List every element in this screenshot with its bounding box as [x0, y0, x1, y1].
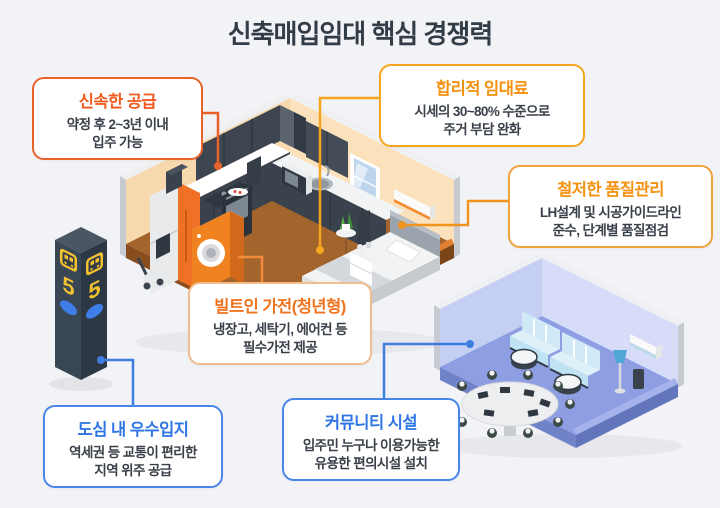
- conference-table-illustration: [445, 370, 575, 438]
- coffee-maker-icon: [247, 156, 261, 189]
- connector-rent: [318, 96, 379, 246]
- callout-appliance-line1: 냉장고, 세탁기, 에어컨 등: [213, 322, 348, 337]
- bus-stop-sign: 5 5: [55, 227, 107, 380]
- callout-quality-title: 철저한 품질관리: [557, 181, 664, 199]
- sofa-icon: [549, 332, 600, 389]
- community-room-illustration: [434, 254, 684, 448]
- callout-appliance-line2: 필수가전 제공: [242, 339, 318, 355]
- callout-location: 도심 내 우수입지 역세권 등 교통이 편리한 지역 위주 공급: [43, 405, 223, 489]
- callout-appliance: 빌트인 가전(청년형) 냉장고, 세탁기, 에어컨 등 필수가전 제공: [188, 282, 372, 366]
- vacuum-icon: [136, 257, 164, 290]
- shadow: [442, 434, 682, 458]
- floor-lamp-icon: [613, 350, 627, 394]
- bus-route-number: 5: [88, 274, 100, 305]
- bus-route-number: 5: [62, 271, 74, 302]
- callout-appliance-title: 빌트인 가전(청년형): [214, 298, 346, 316]
- callout-location-line1: 역세권 등 교통이 편리한: [69, 445, 197, 460]
- callout-rent-line1: 시세의 30~80% 수준으로: [414, 104, 550, 119]
- microwave-icon: [282, 163, 312, 195]
- callout-supply-line2: 입주 가능: [92, 134, 143, 150]
- callout-quality-line2: 준수, 단계별 품질점검: [552, 222, 669, 238]
- callout-supply: 신속한 공급 약정 후 2~3년 이내 입주 가능: [32, 77, 203, 161]
- connector-dot: [97, 356, 105, 364]
- floor: [440, 316, 678, 435]
- page-title: 신축매입임대 핵심 경쟁력: [227, 19, 494, 49]
- connector-dot: [316, 246, 324, 254]
- callout-community-line1: 입주민 누구나 이용가능한: [302, 438, 440, 453]
- callout-supply-title: 신속한 공급: [78, 93, 157, 111]
- shadow: [49, 377, 113, 391]
- callout-location-title: 도심 내 우수입지: [77, 421, 189, 439]
- trash-bin-icon: [633, 369, 644, 389]
- round-table-icon: [510, 348, 538, 370]
- connector-appliance: [238, 255, 264, 282]
- callout-community: 커뮤니티 시설 입주민 누구나 이용가능한 유용한 편의시설 설치: [282, 398, 460, 482]
- callout-quality: 철저한 품질관리 LH설계 및 시공가이드라인 준수, 단계별 품질점검: [508, 165, 713, 249]
- refrigerator-icon: [149, 164, 200, 294]
- route-badge: [86, 303, 103, 319]
- plant-icon: [336, 212, 356, 256]
- callout-quality-line1: LH설계 및 시공가이드라인: [539, 205, 682, 220]
- nightstand-icon: [349, 242, 378, 286]
- connector-dot: [398, 221, 406, 229]
- callout-supply-line1: 약정 후 2~3년 이내: [66, 117, 169, 132]
- washing-machine-icon: [192, 211, 244, 296]
- callout-rent: 합리적 임대료 시세의 30~80% 수준으로 주거 부담 완화: [379, 64, 585, 148]
- connector-dot: [214, 162, 222, 170]
- left-wall: [440, 258, 542, 367]
- callout-rent-line2: 주거 부담 완화: [443, 121, 521, 137]
- connector-dot: [466, 340, 474, 348]
- plate: [228, 188, 248, 196]
- air-conditioner-icon: [630, 334, 662, 359]
- callout-location-line2: 지역 위주 공급: [94, 462, 172, 478]
- connector-supply: [203, 111, 220, 162]
- connectors: [105, 96, 508, 405]
- route-badge: [60, 300, 77, 316]
- callout-rent-title: 합리적 임대료: [435, 80, 529, 98]
- air-conditioner-icon: [394, 189, 435, 220]
- callout-community-title: 커뮤니티 시설: [324, 414, 418, 432]
- callout-community-line2: 유용한 편의시설 설치: [314, 455, 428, 471]
- connector-community: [382, 342, 466, 398]
- kitchen-counter-right: [272, 154, 404, 258]
- connector-location: [105, 358, 135, 405]
- connector-quality: [406, 199, 508, 227]
